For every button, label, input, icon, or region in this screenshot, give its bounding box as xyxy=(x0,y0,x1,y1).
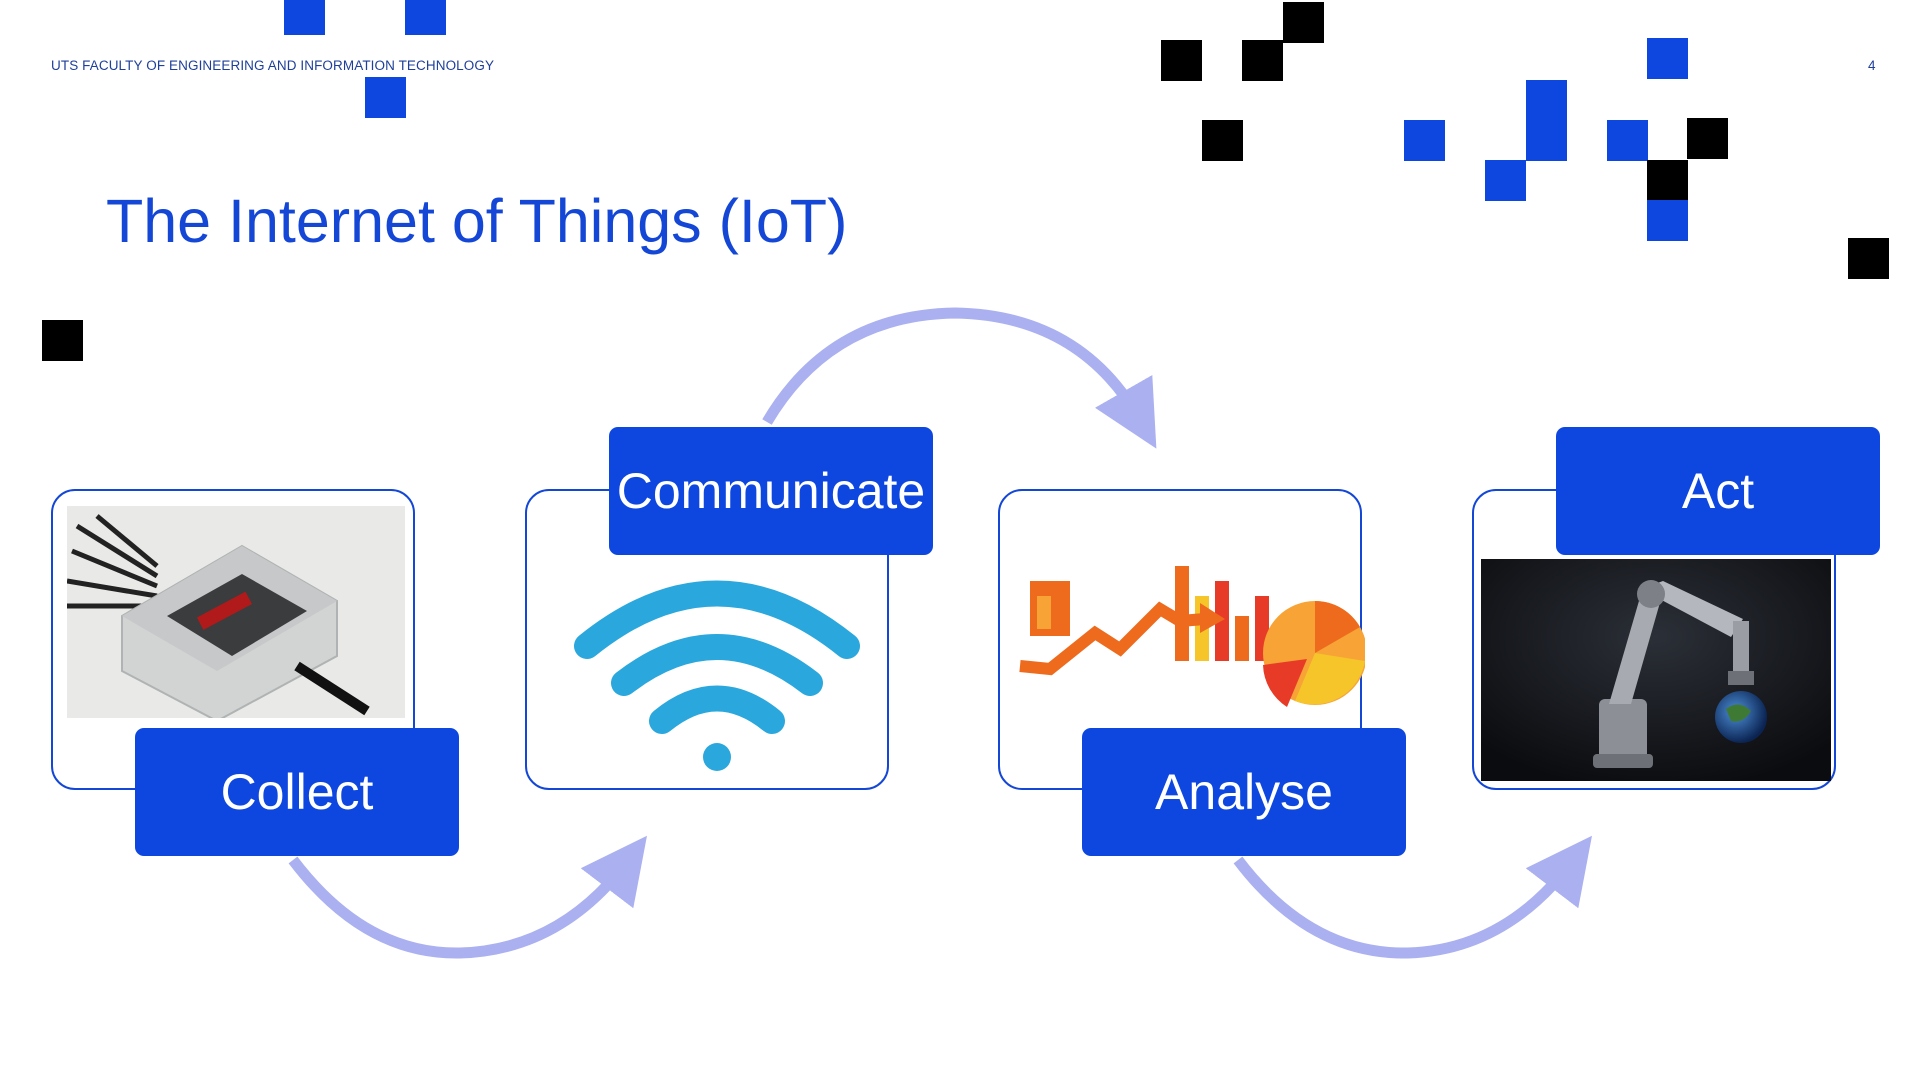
analyse-label-text: Analyse xyxy=(1155,764,1333,820)
slide-title: The Internet of Things (IoT) xyxy=(106,187,848,255)
arrow-collect-to-communicate xyxy=(288,835,647,959)
collect-label: Collect xyxy=(135,728,459,856)
step-card-act: Act xyxy=(1472,427,1880,790)
step-card-collect: Collect xyxy=(51,489,459,856)
communicate-label-text: Communicate xyxy=(616,463,926,519)
act-label-text: Act xyxy=(1681,463,1755,519)
act-label: Act xyxy=(1556,427,1880,555)
page-number: 4 xyxy=(1868,58,1876,73)
collect-label-text: Collect xyxy=(220,764,374,820)
arrow-analyse-to-act xyxy=(1233,835,1592,959)
analyse-label: Analyse xyxy=(1082,728,1406,856)
wifi-icon xyxy=(574,580,860,771)
robot-arm-earth-photo xyxy=(1481,559,1831,781)
step-card-communicate: Communicate xyxy=(525,427,933,790)
analytics-charts-icon xyxy=(1019,566,1365,707)
arrow-communicate-to-analyse xyxy=(762,307,1157,449)
sensor-box-photo xyxy=(67,506,405,718)
step-card-analyse: Analyse xyxy=(998,489,1406,856)
communicate-label: Communicate xyxy=(609,427,933,555)
faculty-header: UTS FACULTY OF ENGINEERING AND INFORMATI… xyxy=(51,58,495,73)
